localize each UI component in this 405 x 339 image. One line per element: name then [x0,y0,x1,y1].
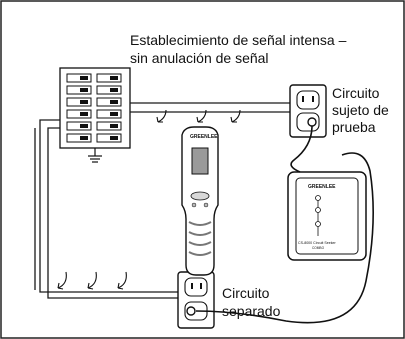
test-circuit-label-1: Circuito [332,85,380,101]
test-outlet [289,84,327,138]
signal-arrows-upper [156,109,241,123]
seeker-brand: GREENLEE [308,184,336,190]
circuit-wiring [34,102,290,299]
ground-icon [88,148,102,163]
seeker-model: CS-8000 Circuit Seeker [298,241,337,245]
separate-circuit-label-2: separado [222,303,281,319]
handheld-brand: GREENLEE [190,134,218,140]
circuit-seeker-device: GREENLEE CS-8000 Circuit Seeker COMBO [287,171,367,261]
separate-circuit-label-1: Circuito [222,285,270,301]
test-circuit-label-2: sujeto de [332,102,389,118]
breaker-panel [59,67,131,149]
test-leads [195,125,374,324]
title-line-1: Establecimiento de señal intensa – [130,32,347,48]
seeker-sub: COMBO [312,246,325,250]
test-circuit-label-3: prueba [332,119,376,135]
handheld-tracer: GREENLEE [181,126,219,276]
separate-outlet [177,271,215,329]
title-line-2: sin anulación de señal [130,50,269,66]
signal-arrows-lower [57,271,127,290]
